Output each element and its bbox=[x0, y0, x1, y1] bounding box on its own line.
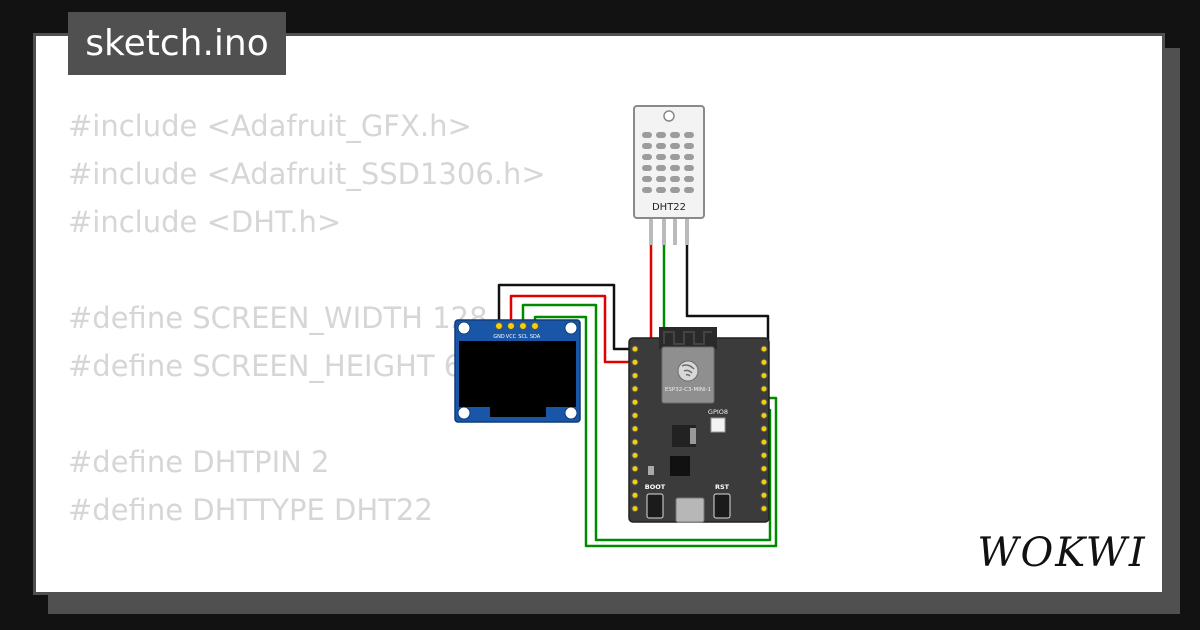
wire-oled-vcc bbox=[509, 294, 632, 364]
sensor-grille bbox=[642, 132, 694, 193]
grille-slot bbox=[642, 143, 652, 149]
header-pin bbox=[631, 465, 639, 473]
grille-slot bbox=[670, 154, 680, 160]
grille-slot bbox=[684, 143, 694, 149]
grille-slot bbox=[684, 132, 694, 138]
grille-slot bbox=[684, 165, 694, 171]
grille-slot bbox=[670, 165, 680, 171]
sensor-label: DHT22 bbox=[652, 202, 686, 213]
wokwi-logo: WOKWI bbox=[977, 530, 1146, 576]
header-pin bbox=[631, 385, 639, 393]
code-line: #define SCREEN_HEIGHT 64 bbox=[68, 349, 481, 383]
chip-label: ESP32-C3-MINI-1 bbox=[665, 387, 711, 393]
oled-pin-label: GND bbox=[493, 334, 505, 340]
oled-pin-label: SDA bbox=[530, 334, 541, 340]
gpio-label: GPIO8 bbox=[708, 408, 728, 416]
grille-slot bbox=[642, 154, 652, 160]
oled-pins bbox=[495, 322, 539, 330]
header-pin bbox=[760, 465, 768, 473]
header-pin bbox=[760, 385, 768, 393]
wires bbox=[497, 235, 778, 548]
code-line: #include <Adafruit_GFX.h> bbox=[68, 109, 472, 143]
grille-slot bbox=[656, 132, 666, 138]
grille-slot bbox=[684, 154, 694, 160]
grille-slot bbox=[656, 143, 666, 149]
gpio8-led bbox=[710, 417, 726, 433]
header-pin bbox=[760, 345, 768, 353]
wire-oled-gnd bbox=[497, 283, 632, 351]
code-line: #define SCREEN_WIDTH 128 bbox=[68, 301, 488, 335]
header-pin bbox=[631, 438, 639, 446]
grille-slot bbox=[656, 176, 666, 182]
grille-slot bbox=[670, 132, 680, 138]
header-pin bbox=[631, 491, 639, 499]
header-pin bbox=[631, 478, 639, 486]
header-pin bbox=[760, 398, 768, 406]
grille-slot bbox=[642, 187, 652, 193]
header-pin bbox=[760, 358, 768, 366]
rst-label: RST bbox=[715, 483, 730, 491]
grille-slot bbox=[670, 143, 680, 149]
wire-oled-sda bbox=[533, 315, 778, 548]
header-pin bbox=[760, 505, 768, 513]
grille-slot bbox=[656, 187, 666, 193]
header-pin bbox=[760, 451, 768, 459]
code-line: #include <DHT.h> bbox=[68, 205, 342, 239]
grille-slot bbox=[656, 165, 666, 171]
header-pin bbox=[760, 478, 768, 486]
header-pin bbox=[631, 345, 639, 353]
board-pins bbox=[631, 345, 768, 513]
boot-button[interactable] bbox=[646, 493, 664, 519]
wire-oled-scl bbox=[521, 303, 772, 542]
header-pin bbox=[631, 358, 639, 366]
file-name-tab: sketch.ino bbox=[68, 12, 286, 75]
boot-label: BOOT bbox=[645, 483, 666, 491]
preview-card bbox=[33, 33, 1165, 595]
header-pin bbox=[760, 372, 768, 380]
header-pin bbox=[631, 505, 639, 513]
header-pin bbox=[760, 425, 768, 433]
header-pin bbox=[760, 412, 768, 419]
oled-pin-label: VCC bbox=[506, 334, 517, 340]
grille-slot bbox=[684, 176, 694, 182]
header-pin bbox=[631, 372, 639, 380]
code-line: #include <Adafruit_SSD1306.h> bbox=[68, 157, 546, 191]
oled-display[interactable]: GND VCC SCL SDA bbox=[454, 319, 581, 423]
grille-slot bbox=[642, 132, 652, 138]
rst-button[interactable] bbox=[713, 493, 731, 519]
header-pin bbox=[631, 412, 639, 419]
grille-slot bbox=[656, 154, 666, 160]
grille-slot bbox=[684, 187, 694, 193]
header-pin bbox=[631, 451, 639, 459]
header-pin bbox=[760, 438, 768, 446]
header-pin bbox=[631, 398, 639, 406]
oled-pin-label: SCL bbox=[518, 334, 528, 340]
esp32-c3-board[interactable]: ESP32-C3-MINI-1 GPIO8 BOOT RST bbox=[628, 327, 770, 523]
grille-slot bbox=[642, 165, 652, 171]
wire-dht-vcc bbox=[640, 235, 653, 351]
code-preview: #include <Adafruit_GFX.h> #include <Adaf… bbox=[68, 102, 546, 534]
header-pin bbox=[631, 425, 639, 433]
grille-slot bbox=[670, 176, 680, 182]
dht22-sensor[interactable]: DHT22 bbox=[633, 105, 705, 245]
grille-slot bbox=[642, 176, 652, 182]
header-pin bbox=[760, 491, 768, 499]
usb-port bbox=[675, 497, 705, 523]
svg-text:WOKWI: WOKWI bbox=[977, 530, 1146, 576]
code-line: #define DHTPIN 2 bbox=[68, 445, 330, 479]
grille-slot bbox=[670, 187, 680, 193]
code-line: #define DHTTYPE DHT22 bbox=[68, 493, 433, 527]
